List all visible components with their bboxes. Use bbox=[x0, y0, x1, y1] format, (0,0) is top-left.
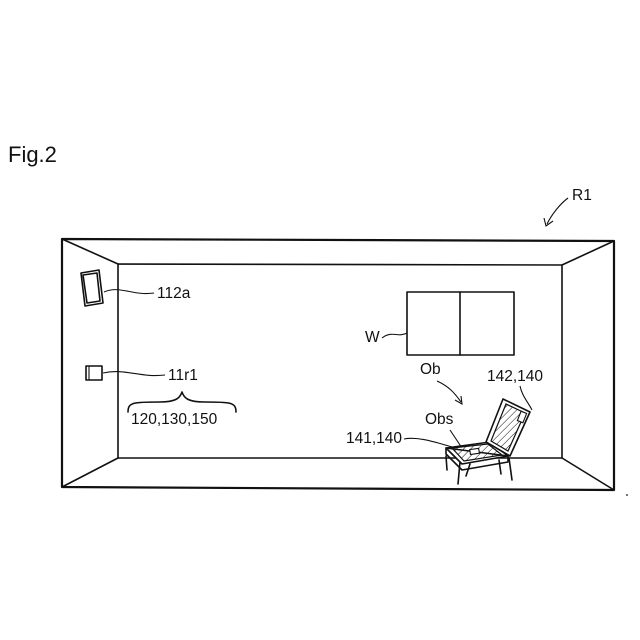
back-sensor-leader bbox=[520, 386, 532, 410]
device-components-label: 120,130,150 bbox=[131, 411, 218, 428]
wall-device bbox=[86, 366, 165, 380]
figure-title: Fig.2 bbox=[8, 142, 57, 167]
seat-sensor-leader bbox=[404, 438, 456, 448]
seat-sensor bbox=[470, 448, 480, 454]
device-label: 11r1 bbox=[168, 367, 198, 384]
chair-arrow bbox=[437, 381, 462, 404]
window-label: W bbox=[365, 329, 380, 346]
seat-sensor-label: 141,140 bbox=[346, 430, 402, 447]
chair-label: Ob bbox=[420, 361, 441, 378]
room-label: R1 bbox=[572, 187, 592, 204]
window bbox=[382, 292, 514, 355]
chair bbox=[446, 399, 530, 484]
room-arrow bbox=[544, 198, 568, 226]
seat-area-label: Obs bbox=[425, 411, 454, 428]
speaker-label: 112a bbox=[157, 285, 191, 302]
back-sensor-label: 142,140 bbox=[487, 368, 543, 385]
device-brace bbox=[128, 392, 236, 412]
